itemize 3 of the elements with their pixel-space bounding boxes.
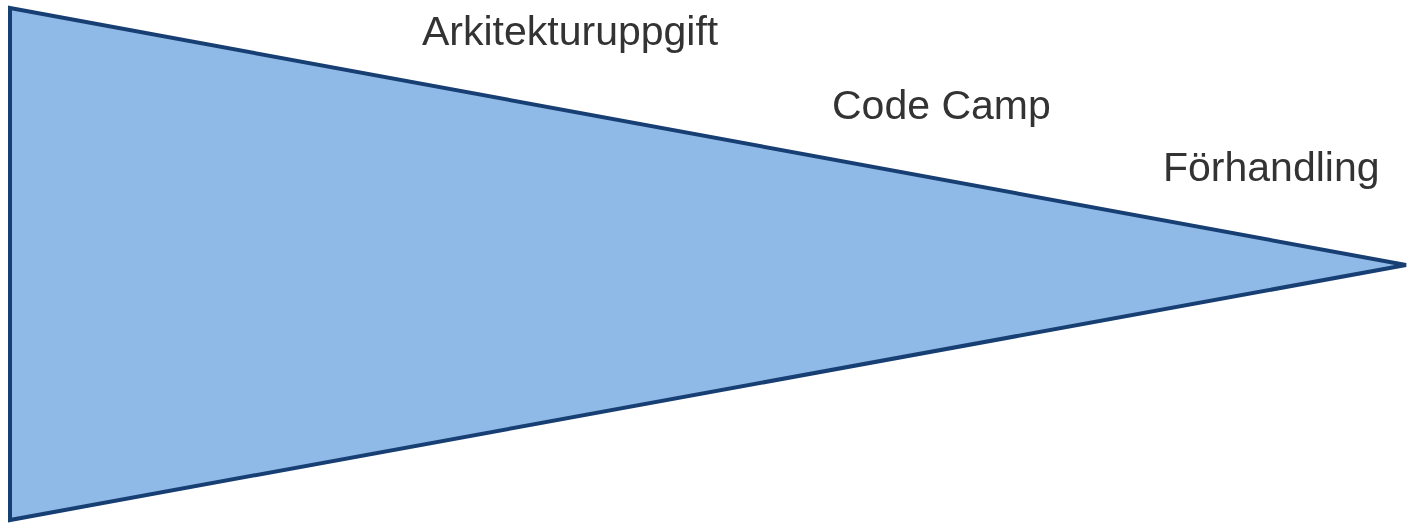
stage-label: Förhandling <box>1163 144 1380 192</box>
stage-label: Code Camp <box>832 82 1051 130</box>
stage-label: Arkitekturuppgift <box>422 8 719 56</box>
